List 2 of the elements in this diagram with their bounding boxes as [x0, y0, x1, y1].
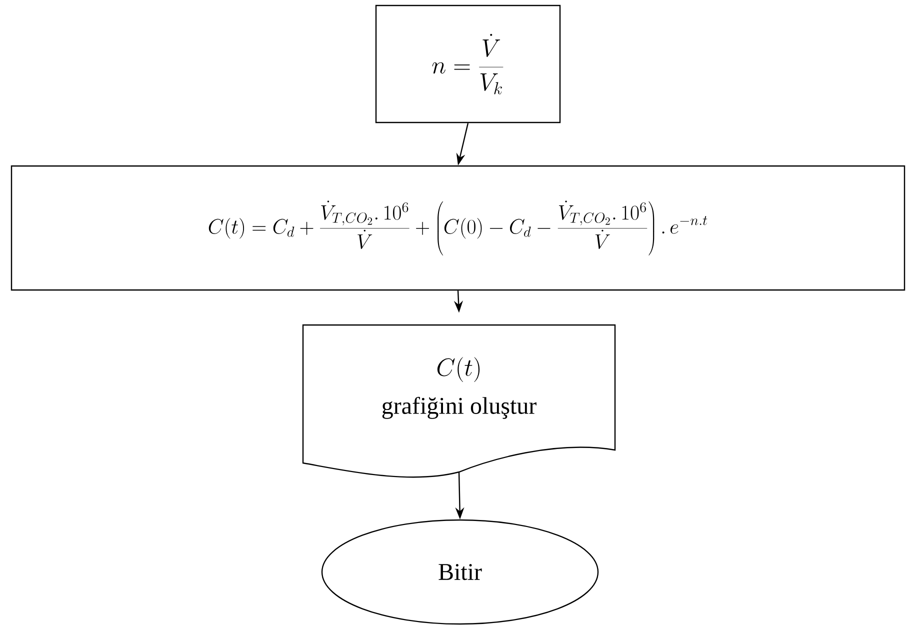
formula-box: $C(t)=C_d+\frac{\dot{V}_{T,CO_2}.\,10^6}{\dot{V}}+\left(C(0)-C_d-\frac{\dot{V}_{T,CO_2}.\,10^6}{\dot{V}}\right).\,e^{-n.t}$ — [10, 165, 906, 291]
process-box: $n=\frac{\dot{V}}{V_k}$ — [375, 4, 561, 124]
